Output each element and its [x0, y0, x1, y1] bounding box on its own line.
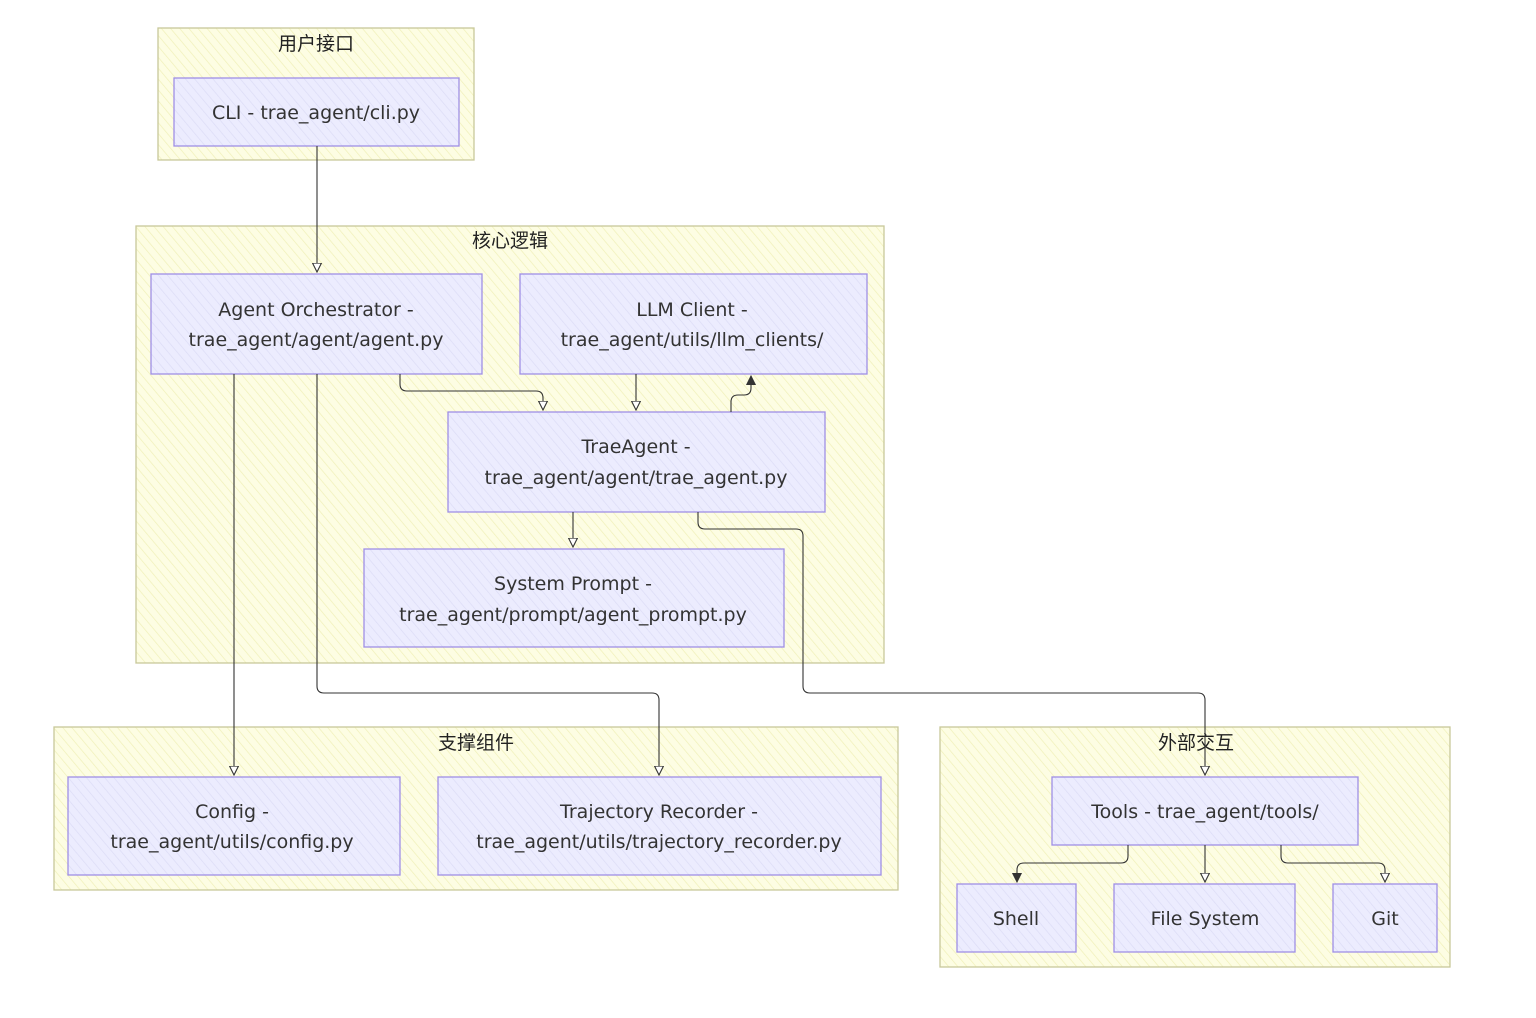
node-tools-label: Tools - trae_agent/tools/ [1090, 801, 1319, 823]
node-git[interactable]: Git [1332, 883, 1438, 953]
node-git-box [1332, 883, 1438, 953]
node-git-label: Git [1371, 908, 1398, 930]
node-cli-box [173, 77, 460, 147]
node-llm-client[interactable]: LLM Client - trae_agent/utils/llm_client… [519, 273, 868, 375]
node-file-system-box [1113, 883, 1296, 953]
node-agent-orchestrator-label-line1: Agent Orchestrator - [218, 299, 413, 321]
edge-orchestrator-to-trae-agent [399, 374, 543, 410]
node-tools-box [1051, 776, 1359, 846]
node-trae-agent[interactable]: TraeAgent - trae_agent/agent/trae_agent.… [447, 411, 826, 513]
node-file-system-label: File System [1151, 908, 1260, 930]
node-shell[interactable]: Shell [956, 883, 1077, 953]
edge-trae-agent-to-tools [697, 512, 1205, 775]
node-tools[interactable]: Tools - trae_agent/tools/ [1051, 776, 1359, 846]
node-trajectory-recorder-label-line1: Trajectory Recorder - [559, 801, 758, 823]
node-trae-agent-label-line1: TraeAgent - [580, 436, 690, 458]
node-config-label-line1: Config - [195, 801, 269, 823]
node-system-prompt[interactable]: System Prompt - trae_agent/prompt/agent_… [363, 548, 785, 648]
group-support-components-title: 支撑组件 [438, 732, 514, 754]
edges [234, 146, 1385, 882]
node-file-system[interactable]: File System [1113, 883, 1296, 953]
node-llm-client-label-line2: trae_agent/utils/llm_clients/ [561, 329, 824, 351]
node-llm-client-box [519, 273, 868, 375]
node-config[interactable]: Config - trae_agent/utils/config.py [67, 776, 401, 876]
group-external-interaction-title: 外部交互 [1158, 732, 1234, 754]
group-user-interface-title: 用户接口 [278, 33, 354, 55]
node-agent-orchestrator[interactable]: Agent Orchestrator - trae_agent/agent/ag… [150, 273, 483, 375]
node-system-prompt-label-line2: trae_agent/prompt/agent_prompt.py [399, 604, 747, 626]
node-trajectory-recorder-label-line2: trae_agent/utils/trajectory_recorder.py [476, 831, 841, 853]
node-system-prompt-box [363, 548, 785, 648]
node-trae-agent-label-line2: trae_agent/agent/trae_agent.py [485, 467, 788, 489]
group-core-logic-title: 核心逻辑 [472, 230, 548, 252]
node-llm-client-label-line1: LLM Client - [636, 299, 748, 321]
node-shell-label: Shell [993, 908, 1039, 930]
node-trajectory-recorder-box [437, 776, 882, 876]
edge-trae-agent-to-llm-client [730, 376, 751, 412]
node-cli[interactable]: CLI - trae_agent/cli.py [173, 77, 460, 147]
node-system-prompt-label-line1: System Prompt - [494, 573, 652, 595]
edge-orchestrator-to-trajectory-recorder [316, 374, 659, 775]
node-cli-label: CLI - trae_agent/cli.py [212, 102, 420, 124]
node-trajectory-recorder[interactable]: Trajectory Recorder - trae_agent/utils/t… [437, 776, 882, 876]
node-agent-orchestrator-label-line2: trae_agent/agent/agent.py [189, 329, 444, 351]
node-agent-orchestrator-box [150, 273, 483, 375]
node-trae-agent-box [447, 411, 826, 513]
edge-tools-to-git [1280, 845, 1385, 882]
node-shell-box [956, 883, 1077, 953]
node-config-label-line2: trae_agent/utils/config.py [110, 831, 353, 853]
edge-tools-to-shell [1017, 845, 1129, 882]
node-config-box [67, 776, 401, 876]
